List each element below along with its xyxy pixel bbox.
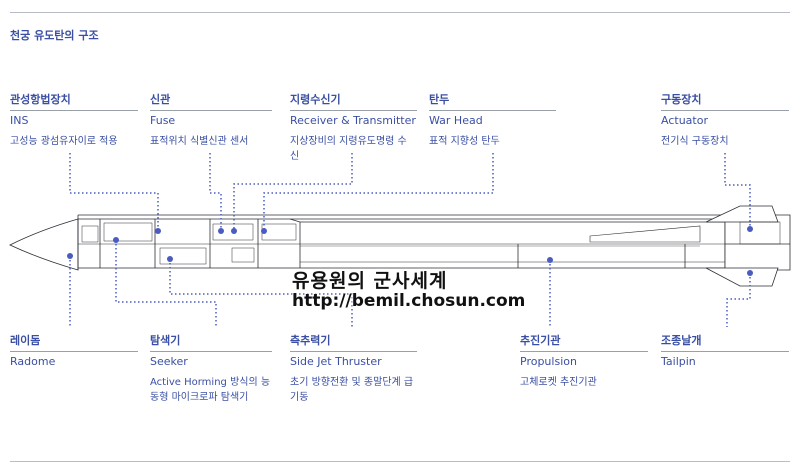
- label-warhead: 탄두 War Head 표적 지향성 탄두: [429, 93, 556, 149]
- label-seeker-desc: Active Horming 방식의 능동형 마이크로파 탐색기: [150, 377, 271, 403]
- label-ins-sep: [10, 110, 138, 111]
- missile-nose-cone: [9, 218, 79, 271]
- diagram-title: 천궁 유도탄의 구조: [10, 29, 99, 42]
- equipment-thruster: [159, 247, 207, 265]
- watermark-url: http://bemil.chosun.com: [292, 291, 526, 311]
- label-receiver-en: Receiver & Transmitter: [290, 114, 416, 127]
- label-ins-ko: 관성항법장치: [10, 93, 71, 106]
- label-fuse-desc: 표적위치 식별신관 센서: [150, 136, 249, 147]
- label-propulsion-en: Propulsion: [520, 355, 577, 368]
- leader-ins: [69, 153, 159, 231]
- label-warhead-ko: 탄두: [429, 93, 450, 106]
- label-radome-en: Radome: [10, 355, 56, 368]
- label-actuator-ko: 구동장치: [661, 93, 702, 106]
- label-propulsion: 추진기관 Propulsion 고체로켓 추진기관: [520, 334, 648, 390]
- label-ins: 관성항법장치 INS 고성능 광섬유자이로 적용: [10, 93, 138, 149]
- label-tailpin-sep: [661, 351, 789, 352]
- label-fuse-en: Fuse: [150, 114, 176, 127]
- bottom-rule: [10, 461, 790, 462]
- label-radome: 레이돔 Radome: [10, 334, 138, 369]
- label-actuator: 구동장치 Actuator 전기식 구동장치: [661, 93, 789, 149]
- watermark-title: 유용원의 군사세계: [292, 270, 448, 292]
- label-receiver-desc: 지상장비의 지령유도명령 수신: [290, 136, 407, 162]
- leader-receiver: [233, 153, 353, 231]
- leader-dots: [67, 226, 753, 276]
- tail-fin-upper: [705, 205, 779, 223]
- label-radome-sep: [10, 351, 138, 352]
- label-propulsion-ko: 추진기관: [520, 334, 561, 347]
- label-receiver: 지령수신기 Receiver & Transmitter 지상장비의 지령유도명…: [290, 93, 417, 164]
- label-tailpin: 조종날개 Tailpin: [661, 334, 789, 369]
- dot-fuse: [218, 228, 224, 234]
- equipment-receiver: [231, 247, 255, 263]
- label-actuator-en: Actuator: [661, 114, 708, 127]
- label-tailpin-ko: 조종날개: [661, 334, 702, 347]
- leader-actuator: [724, 153, 751, 229]
- label-seeker-ko: 탐색기: [150, 334, 181, 347]
- dot-actuator: [747, 226, 753, 232]
- label-ins-desc: 고성능 광섬유자이로 적용: [10, 136, 118, 147]
- leader-lines: [69, 153, 751, 327]
- label-fuse-sep: [150, 110, 272, 111]
- label-radome-ko: 레이돔: [10, 334, 41, 347]
- label-thruster-ko: 측추력기: [290, 334, 331, 347]
- label-fuse-ko: 신관: [150, 93, 171, 106]
- leader-tailpin: [726, 273, 751, 327]
- label-actuator-sep: [661, 110, 789, 111]
- label-warhead-sep: [429, 110, 556, 111]
- equipment-ins: [103, 222, 153, 242]
- label-propulsion-sep: [520, 351, 648, 352]
- dot-ins: [155, 228, 161, 234]
- dot-thruster: [167, 256, 173, 262]
- label-seeker: 탐색기 Seeker Active Horming 방식의 능동형 마이크로파 …: [150, 334, 272, 405]
- label-thruster-desc: 초기 방향전환 및 종말단계 급기동: [290, 377, 414, 403]
- equipment-seeker: [81, 225, 99, 243]
- label-thruster-sep: [290, 351, 417, 352]
- label-thruster-en: Side Jet Thruster: [290, 355, 382, 368]
- label-tailpin-en: Tailpin: [661, 355, 696, 368]
- dot-seeker: [113, 237, 119, 243]
- leader-warhead: [263, 153, 494, 231]
- dot-radome: [67, 253, 73, 259]
- label-propulsion-desc: 고체로켓 추진기관: [520, 377, 597, 388]
- missile-main-tube: [77, 218, 726, 269]
- label-seeker-sep: [150, 351, 272, 352]
- leader-seeker: [115, 240, 217, 327]
- dot-propulsion: [547, 257, 553, 263]
- label-warhead-en: War Head: [429, 114, 483, 127]
- top-rule: [10, 12, 790, 13]
- label-warhead-desc: 표적 지향성 탄두: [429, 136, 500, 147]
- tail-fin-lower: [705, 267, 779, 287]
- leader-fuse: [209, 153, 222, 231]
- label-seeker-en: Seeker: [150, 355, 188, 368]
- missile-body: [9, 205, 791, 287]
- dot-warhead: [261, 228, 267, 234]
- label-fuse: 신관 Fuse 표적위치 식별신관 센서: [150, 93, 272, 149]
- label-actuator-desc: 전기식 구동장치: [661, 136, 729, 147]
- label-thruster: 측추력기 Side Jet Thruster 초기 방향전환 및 종말단계 급기…: [290, 334, 417, 405]
- label-receiver-sep: [290, 110, 417, 111]
- label-ins-en: INS: [10, 114, 29, 127]
- equipment-fuse: [212, 223, 254, 241]
- dot-receiver: [231, 228, 237, 234]
- missile-fairing: [589, 225, 701, 243]
- leader-thruster: [169, 259, 353, 327]
- dot-tailpin: [747, 270, 753, 276]
- label-receiver-ko: 지령수신기: [290, 93, 341, 106]
